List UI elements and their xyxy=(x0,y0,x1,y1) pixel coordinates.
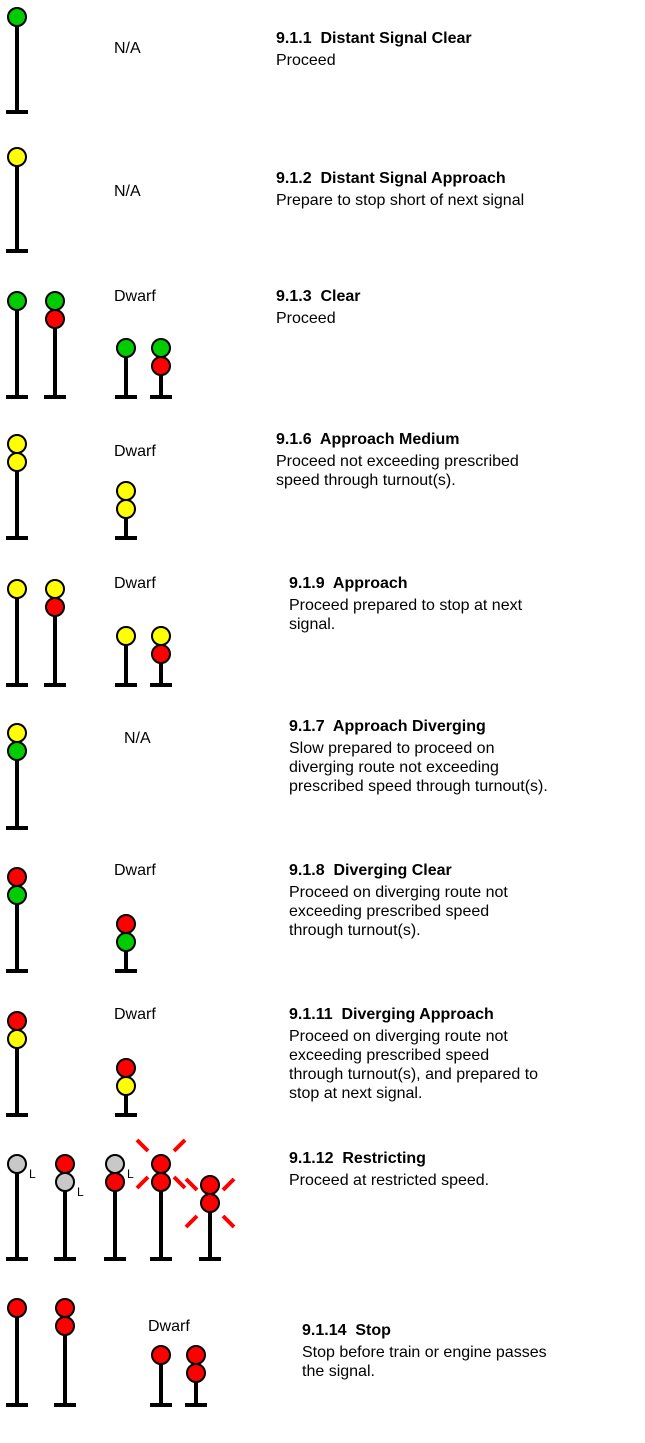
signal-lamp-red-7-2-1 xyxy=(116,914,136,934)
flash-stroke-9-5-1 xyxy=(184,1177,199,1192)
aspect-desc-8-line-2: exceeding prescribed speed xyxy=(289,1047,490,1064)
flash-stroke-9-5-4 xyxy=(221,1214,236,1229)
lunar-mark-9-3: L xyxy=(127,1167,134,1181)
dwarf-label-10: Dwarf xyxy=(148,1318,190,1335)
dwarf-label-7: Dwarf xyxy=(114,862,156,879)
aspect-title-10: 9.1.14 Stop xyxy=(302,1322,391,1339)
signal-lamp-yellow-4-1-2 xyxy=(7,452,27,472)
signal-lamp-yellow-8-1-2 xyxy=(7,1029,27,1049)
signal-lamp-red-9-4-1 xyxy=(151,1154,171,1174)
flash-stroke-9-4-4 xyxy=(172,1175,187,1190)
signal-lamp-red-9-5-1 xyxy=(200,1175,220,1195)
aspect-desc-9-line-1: Proceed at restricted speed. xyxy=(289,1172,490,1189)
signal-lamp-lunar-9-2-2 xyxy=(55,1172,75,1192)
signal-lamp-yellow-4-1-1 xyxy=(7,434,27,454)
signal-lamp-green-3-4-1 xyxy=(151,338,171,358)
dwarf-label-5: Dwarf xyxy=(114,575,156,592)
aspect-title-7: 9.1.8 Diverging Clear xyxy=(289,862,452,879)
signal-lamp-red-7-1-1 xyxy=(7,867,27,887)
aspect-desc-8-line-4: stop at next signal. xyxy=(289,1085,423,1102)
aspect-desc-1-line-1: Proceed xyxy=(276,52,336,69)
signal-lamp-green-3-2-1 xyxy=(45,291,65,311)
lunar-mark-9-1: L xyxy=(29,1167,36,1181)
aspect-title-6: 9.1.7 Approach Diverging xyxy=(289,718,486,735)
aspect-desc-7-line-2: exceeding prescribed speed xyxy=(289,903,490,920)
flash-stroke-9-4-1 xyxy=(135,1138,150,1153)
aspect-title-4: 9.1.6 Approach Medium xyxy=(276,431,460,448)
aspect-desc-4-line-2: speed through turnout(s). xyxy=(276,472,456,489)
signal-lamp-green-3-1-1 xyxy=(7,291,27,311)
signal-lamp-red-8-1-1 xyxy=(7,1011,27,1031)
aspect-title-1: 9.1.1 Distant Signal Clear xyxy=(276,30,472,47)
aspect-desc-8-line-3: through turnout(s), and prepared to xyxy=(289,1066,539,1083)
signal-lamp-lunar-9-3-1 xyxy=(105,1154,125,1174)
signal-lamp-red-8-2-1 xyxy=(116,1058,136,1078)
signal-lamp-red-10-4-2 xyxy=(186,1363,206,1383)
aspect-desc-5-line-2: signal. xyxy=(289,616,336,633)
signal-lamp-yellow-5-3-1 xyxy=(116,626,136,646)
aspect-desc-7-line-1: Proceed on diverging route not xyxy=(289,884,508,901)
aspect-desc-2-line-1: Prepare to stop short of next signal xyxy=(276,192,525,209)
flash-stroke-9-4-3 xyxy=(135,1175,150,1190)
signal-lamp-red-5-2-2 xyxy=(45,597,65,617)
aspect-title-9: 9.1.12 Restricting xyxy=(289,1150,426,1167)
aspect-desc-7-line-3: through turnout(s). xyxy=(289,922,421,939)
signal-lamp-yellow-6-1-1 xyxy=(7,723,27,743)
signal-lamp-red-3-4-2 xyxy=(151,356,171,376)
signal-lamp-red-10-2-1 xyxy=(55,1298,75,1318)
signal-lamp-red-9-2-1 xyxy=(55,1154,75,1174)
signal-lamp-yellow-4-2-1 xyxy=(116,481,136,501)
aspect-title-3: 9.1.3 Clear xyxy=(276,288,361,305)
aspect-title-2: 9.1.2 Distant Signal Approach xyxy=(276,170,506,187)
signal-lamp-red-9-3-2 xyxy=(105,1172,125,1192)
aspect-desc-4-line-1: Proceed not exceeding prescribed xyxy=(276,453,519,470)
signal-lamp-yellow-4-2-2 xyxy=(116,499,136,519)
aspect-desc-10-line-1: Stop before train or engine passes xyxy=(302,1344,547,1361)
signal-lamp-yellow-5-2-1 xyxy=(45,579,65,599)
aspect-desc-8-line-1: Proceed on diverging route not xyxy=(289,1028,508,1045)
aspect-title-5: 9.1.9 Approach xyxy=(289,575,408,592)
lunar-mark-9-2: L xyxy=(77,1185,84,1199)
signal-lamp-red-10-1-1 xyxy=(7,1298,27,1318)
signal-lamp-yellow-5-1-1 xyxy=(7,579,27,599)
signal-lamp-green-7-1-2 xyxy=(7,885,27,905)
signal-lamp-yellow-8-2-2 xyxy=(116,1076,136,1096)
aspect-desc-3-line-1: Proceed xyxy=(276,310,336,327)
flash-stroke-9-4-2 xyxy=(172,1138,187,1153)
aspect-desc-6-line-1: Slow prepared to proceed on xyxy=(289,740,495,757)
flash-stroke-9-5-2 xyxy=(221,1177,236,1192)
dwarf-label-8: Dwarf xyxy=(114,1006,156,1023)
signal-lamp-yellow-2-1-1 xyxy=(7,147,27,167)
signal-lamp-green-3-3-1 xyxy=(116,338,136,358)
aspect-desc-6-line-3: prescribed speed through turnout(s). xyxy=(289,778,548,795)
signal-lamp-red-10-2-2 xyxy=(55,1316,75,1336)
signal-lamp-red-3-2-2 xyxy=(45,309,65,329)
flash-stroke-9-5-3 xyxy=(184,1214,199,1229)
aspect-desc-5-line-1: Proceed prepared to stop at next xyxy=(289,597,523,614)
signal-lamp-green-7-2-2 xyxy=(116,932,136,952)
aspect-title-8: 9.1.11 Diverging Approach xyxy=(289,1006,494,1023)
dwarf-label-2: N/A xyxy=(114,183,141,200)
dwarf-label-1: N/A xyxy=(114,40,141,57)
signal-lamp-green-6-1-2 xyxy=(7,741,27,761)
aspect-desc-10-line-2: the signal. xyxy=(302,1363,375,1380)
signal-lamp-lunar-9-1-1 xyxy=(7,1154,27,1174)
signal-lamp-green-1-1-1 xyxy=(7,7,27,27)
dwarf-label-3: Dwarf xyxy=(114,288,156,305)
dwarf-label-4: Dwarf xyxy=(114,443,156,460)
signal-lamp-red-5-4-2 xyxy=(151,644,171,664)
signal-lamp-yellow-5-4-1 xyxy=(151,626,171,646)
signal-lamp-red-10-3-1 xyxy=(151,1345,171,1365)
signal-lamp-red-9-5-2 xyxy=(200,1193,220,1213)
dwarf-label-6: N/A xyxy=(124,730,151,747)
signal-lamp-red-9-4-2 xyxy=(151,1172,171,1192)
signal-lamp-red-10-4-1 xyxy=(186,1345,206,1365)
aspect-desc-6-line-2: diverging route not exceeding xyxy=(289,759,499,776)
